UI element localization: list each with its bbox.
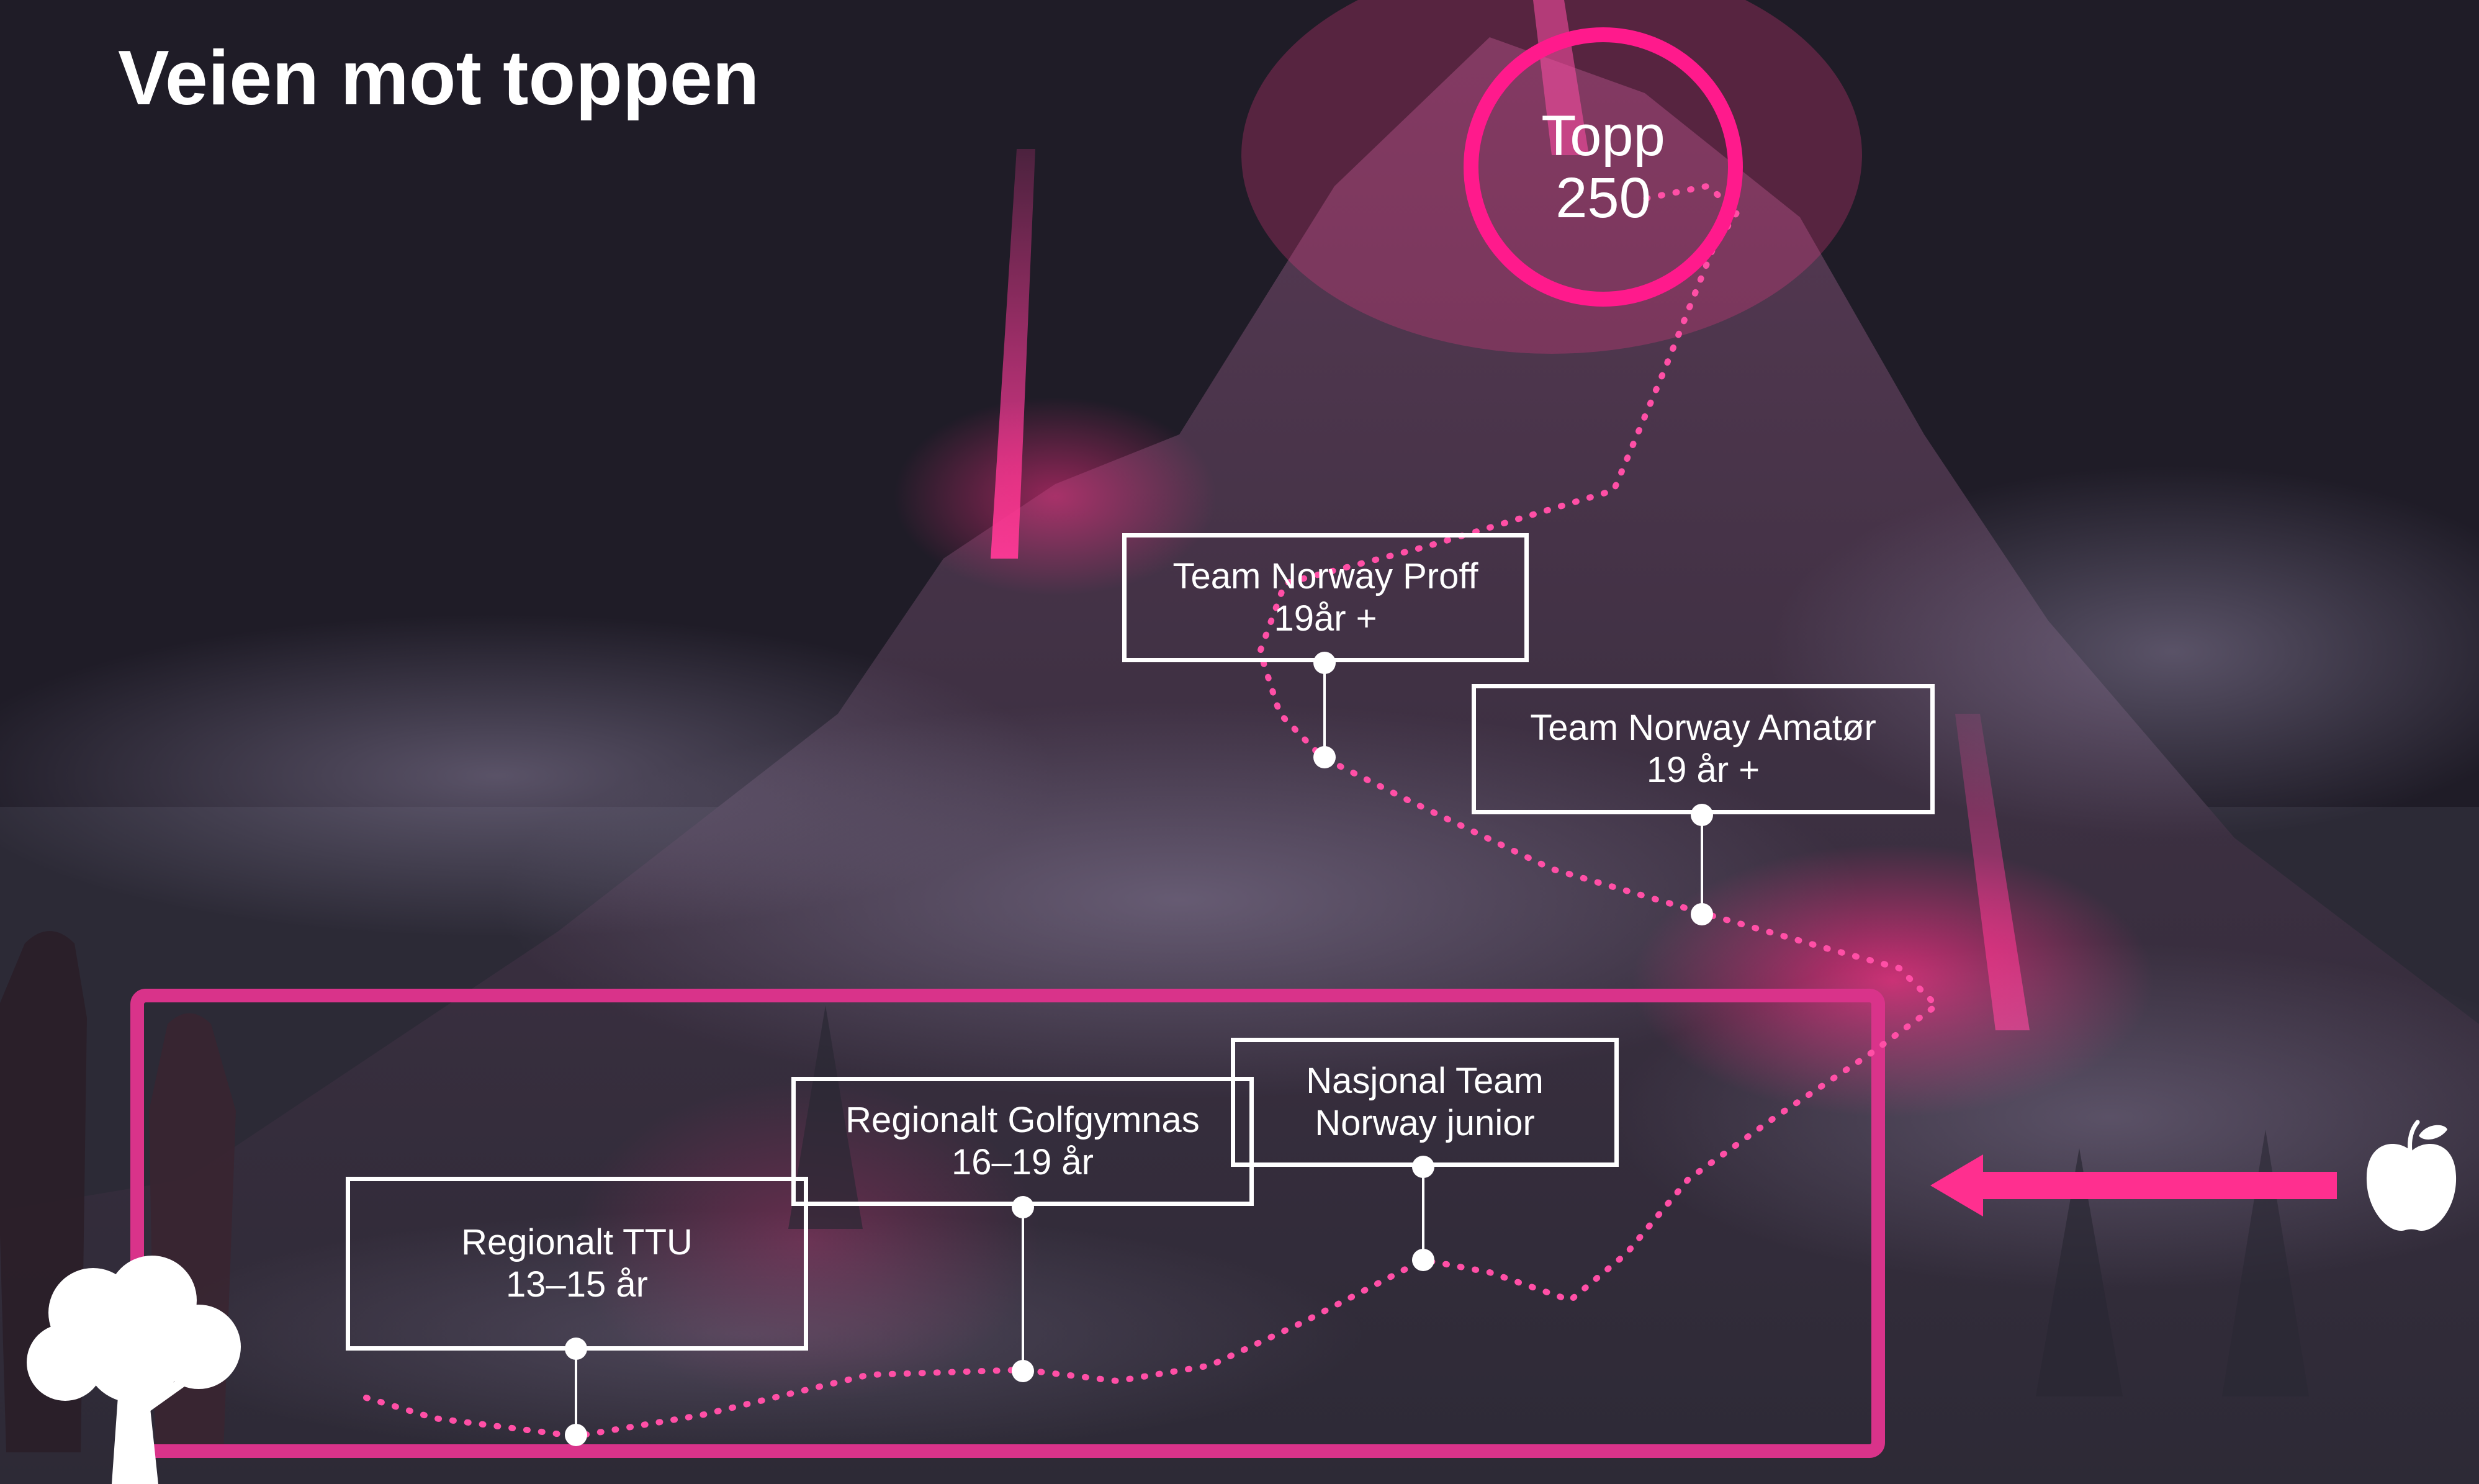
summit-label: Topp xyxy=(1541,104,1665,168)
stage-age: 19 år + xyxy=(1646,750,1760,790)
stage-title: Team Norway Amatør xyxy=(1530,708,1876,748)
summit-value: 250 xyxy=(1555,166,1651,230)
stage-title: Regionalt Golfgymnas xyxy=(845,1100,1200,1140)
stage-age: 19år + xyxy=(1274,598,1377,639)
stage-team-norway-proff: Team Norway Proff 19år + xyxy=(1122,533,1529,662)
dotted-path xyxy=(363,182,1941,1440)
stage-regionalt-ttu: Regionalt TTU 13–15 år xyxy=(346,1177,808,1351)
stage-title: Nasjonal Team xyxy=(1306,1061,1544,1101)
stage-frame xyxy=(130,989,1885,1458)
summit-badge: Topp 250 xyxy=(1464,27,1743,307)
apple-icon xyxy=(2366,1120,2457,1231)
stage-subtitle: Norway junior xyxy=(1315,1103,1535,1143)
page-title: Veien mot toppen xyxy=(118,35,760,121)
stage-title: Team Norway Proff xyxy=(1172,556,1478,596)
tree-icon xyxy=(27,1256,241,1484)
stage-age: 16–19 år xyxy=(952,1142,1094,1182)
stage-title: Regionalt TTU xyxy=(461,1222,693,1262)
arrow-left-icon xyxy=(1930,1154,2337,1216)
stage-regionalt-golfgymnas: Regionalt Golfgymnas 16–19 år xyxy=(791,1077,1254,1206)
stage-team-norway-amator: Team Norway Amatør 19 år + xyxy=(1472,684,1935,814)
stage-nasjonal-team: Nasjonal Team Norway junior xyxy=(1231,1038,1619,1167)
stage-age: 13–15 år xyxy=(506,1264,648,1305)
